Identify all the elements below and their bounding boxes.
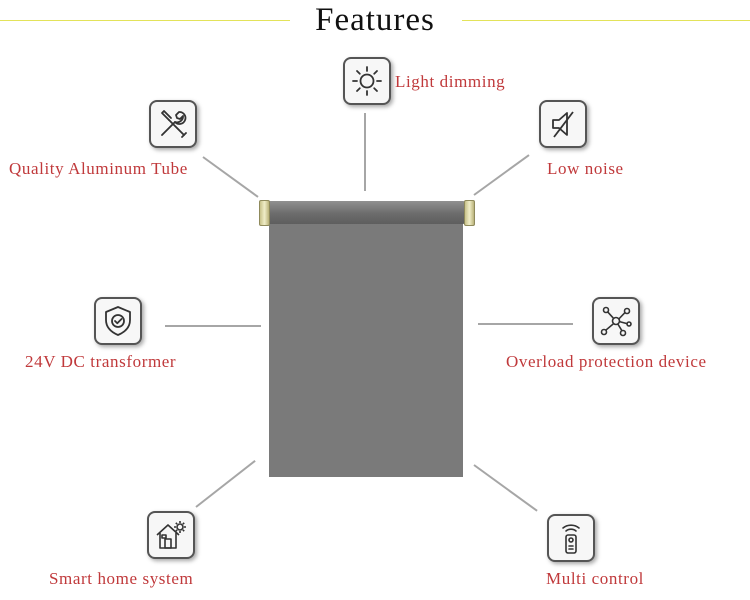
roller-blind-tube bbox=[264, 201, 468, 224]
connector-quality-tube bbox=[202, 156, 259, 198]
connector-low-noise bbox=[473, 154, 530, 196]
wrench-screwdriver-icon bbox=[161, 110, 187, 138]
roller-blind-fabric bbox=[269, 220, 463, 477]
sun-icon bbox=[352, 66, 382, 96]
transformer-icon-box bbox=[94, 297, 142, 345]
quality-tube-label: Quality Aluminum Tube bbox=[9, 159, 188, 178]
quality-tube-icon-box bbox=[149, 100, 197, 148]
light-dimming-icon-box bbox=[343, 57, 391, 105]
connector-multi-control bbox=[473, 464, 538, 512]
smart-home-label: Smart home system bbox=[49, 569, 194, 588]
smart-house-icon bbox=[156, 521, 186, 549]
low-noise-label: Low noise bbox=[547, 159, 624, 178]
page-title: Features bbox=[315, 2, 435, 38]
smart-home-icon-box bbox=[147, 511, 195, 559]
transformer-label: 24V DC transformer bbox=[25, 352, 177, 371]
multi-control-icon-box bbox=[547, 514, 595, 562]
multi-control-label: Multi control bbox=[546, 569, 644, 588]
network-nodes-icon bbox=[600, 306, 632, 337]
remote-control-icon bbox=[562, 524, 580, 554]
connector-smart-home bbox=[195, 460, 256, 508]
connector-light-dimming bbox=[364, 113, 366, 191]
overload-label: Overload protection device bbox=[506, 352, 707, 371]
left-bracket bbox=[259, 200, 270, 226]
overload-icon-box bbox=[592, 297, 640, 345]
connector-overload bbox=[478, 323, 573, 325]
low-noise-icon-box bbox=[539, 100, 587, 148]
shield-check-icon bbox=[105, 306, 131, 336]
mute-icon bbox=[552, 111, 574, 138]
title-rule-right bbox=[462, 20, 750, 21]
light-dimming-label: Light dimming bbox=[395, 72, 506, 91]
connector-transformer bbox=[165, 325, 261, 327]
right-bracket bbox=[464, 200, 475, 226]
title-rule-left bbox=[0, 20, 290, 21]
